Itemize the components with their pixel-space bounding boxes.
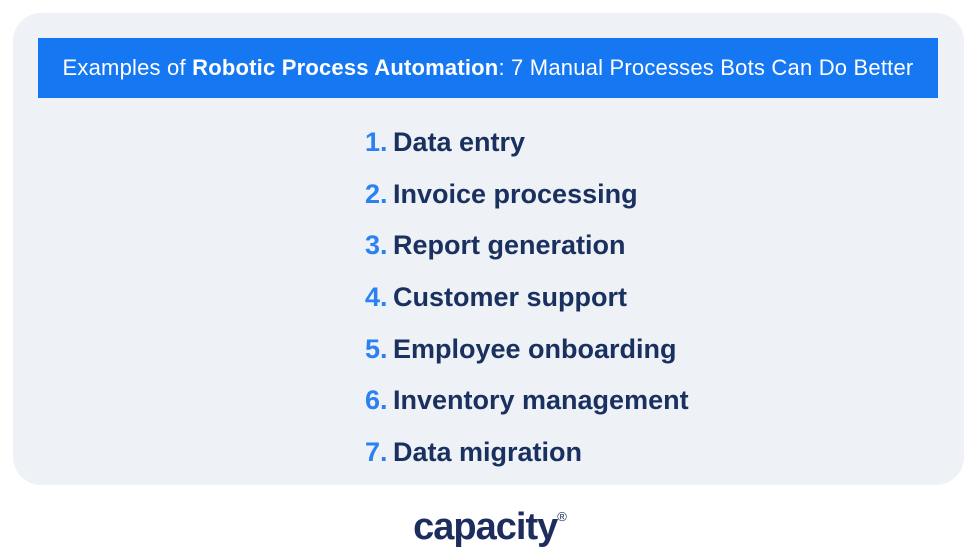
title-prefix: Examples of [62,55,193,80]
list-item-number: 3. [365,230,388,261]
list-item-label: Employee onboarding [393,333,677,364]
list-item-number: 5. [365,333,388,364]
list-item-number: 4. [365,282,388,313]
process-list: 1. Data entry 2. Invoice processing 3. R… [365,117,689,479]
capacity-logo-text: capacity [413,506,558,548]
list-item: 6. Inventory management [365,375,689,427]
list-item: 5. Employee onboarding [365,324,689,376]
list-item-label: Report generation [393,230,626,261]
list-item: 4. Customer support [365,272,689,324]
title-bold: Robotic Process Automation [192,55,499,80]
footer: capacity® [0,493,980,551]
list-item: 3. Report generation [365,220,689,272]
list-item-label: Inventory management [393,385,689,416]
list-item: 2. Invoice processing [365,169,689,221]
list-item: 7. Data migration [365,427,689,479]
list-item-label: Customer support [393,282,628,313]
list-item-label: Invoice processing [393,178,638,209]
registered-trademark-icon: ® [557,509,567,524]
capacity-logo: capacity® [413,493,567,551]
list-item-number: 1. [365,127,388,157]
list-item-label: Data entry [393,127,526,157]
infographic-card: Examples of Robotic Process Automation: … [13,13,964,485]
title-suffix: : 7 Manual Processes Bots Can Do Better [498,55,914,80]
title-banner: Examples of Robotic Process Automation: … [38,38,938,98]
list-item-number: 2. [365,178,388,209]
list-item-number: 7. [365,437,388,468]
list-item-label: Data migration [393,437,583,468]
list-item: 1. Data entry [365,117,689,169]
list-item-number: 6. [365,385,388,416]
